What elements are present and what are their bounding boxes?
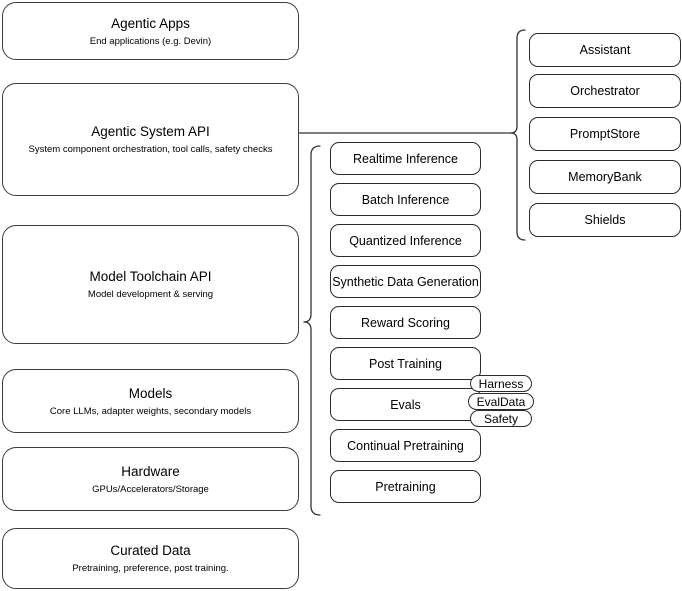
stack-layer-subtitle: Pretraining, preference, post training. — [72, 563, 229, 574]
agentic-component-orchestrator[interactable]: Orchestrator — [529, 74, 681, 108]
stack-layer-subtitle: System component orchestration, tool cal… — [28, 144, 273, 155]
agentic-component-shields[interactable]: Shields — [529, 203, 681, 237]
stack-layer-title: Hardware — [121, 463, 180, 479]
stack-layer-hardware[interactable]: Hardware GPUs/Accelerators/Storage — [2, 447, 299, 511]
stack-layer-title: Models — [128, 385, 173, 401]
stack-layer-agentic-apps[interactable]: Agentic Apps End applications (e.g. Devi… — [2, 2, 299, 60]
capability-continual-pretraining[interactable]: Continual Pretraining — [330, 429, 481, 462]
stack-layer-title: Agentic Apps — [111, 15, 190, 31]
capability-pretraining[interactable]: Pretraining — [330, 470, 481, 503]
agentic-component-memorybank[interactable]: MemoryBank — [529, 160, 681, 194]
capability-synthetic-data-generation[interactable]: Synthetic Data Generation — [330, 265, 481, 298]
stack-layer-agentic-system-api[interactable]: Agentic System API System component orch… — [2, 83, 299, 196]
capability-reward-scoring[interactable]: Reward Scoring — [330, 306, 481, 339]
capability-post-training[interactable]: Post Training — [330, 347, 481, 380]
stack-layer-subtitle: GPUs/Accelerators/Storage — [92, 483, 209, 495]
stack-layer-model-toolchain-api[interactable]: Model Toolchain API Model development & … — [2, 225, 299, 344]
stack-layer-subtitle: Core LLMs, adapter weights, secondary mo… — [49, 405, 252, 417]
capability-evals[interactable]: Evals — [330, 388, 481, 421]
eval-tag-evaldata[interactable]: EvalData — [468, 393, 534, 410]
stack-layer-curated-data[interactable]: Curated Data Pretraining, preference, po… — [2, 528, 299, 589]
stack-layer-title: Agentic System API — [91, 124, 210, 139]
agentic-component-assistant[interactable]: Assistant — [529, 33, 681, 67]
agentic-component-promptstore[interactable]: PromptStore — [529, 117, 681, 151]
stack-layer-models[interactable]: Models Core LLMs, adapter weights, secon… — [2, 369, 299, 433]
capability-quantized-inference[interactable]: Quantized Inference — [330, 224, 481, 257]
stack-layer-title: Curated Data — [110, 543, 191, 558]
stack-layer-title: Model Toolchain API — [89, 269, 212, 284]
stack-layer-subtitle: Model development & serving — [87, 289, 214, 300]
capability-batch-inference[interactable]: Batch Inference — [330, 183, 481, 216]
eval-tag-harness[interactable]: Harness — [470, 375, 532, 392]
capability-realtime-inference[interactable]: Realtime Inference — [330, 142, 481, 175]
eval-tag-safety[interactable]: Safety — [470, 410, 532, 427]
stack-layer-subtitle: End applications (e.g. Devin) — [89, 35, 212, 47]
